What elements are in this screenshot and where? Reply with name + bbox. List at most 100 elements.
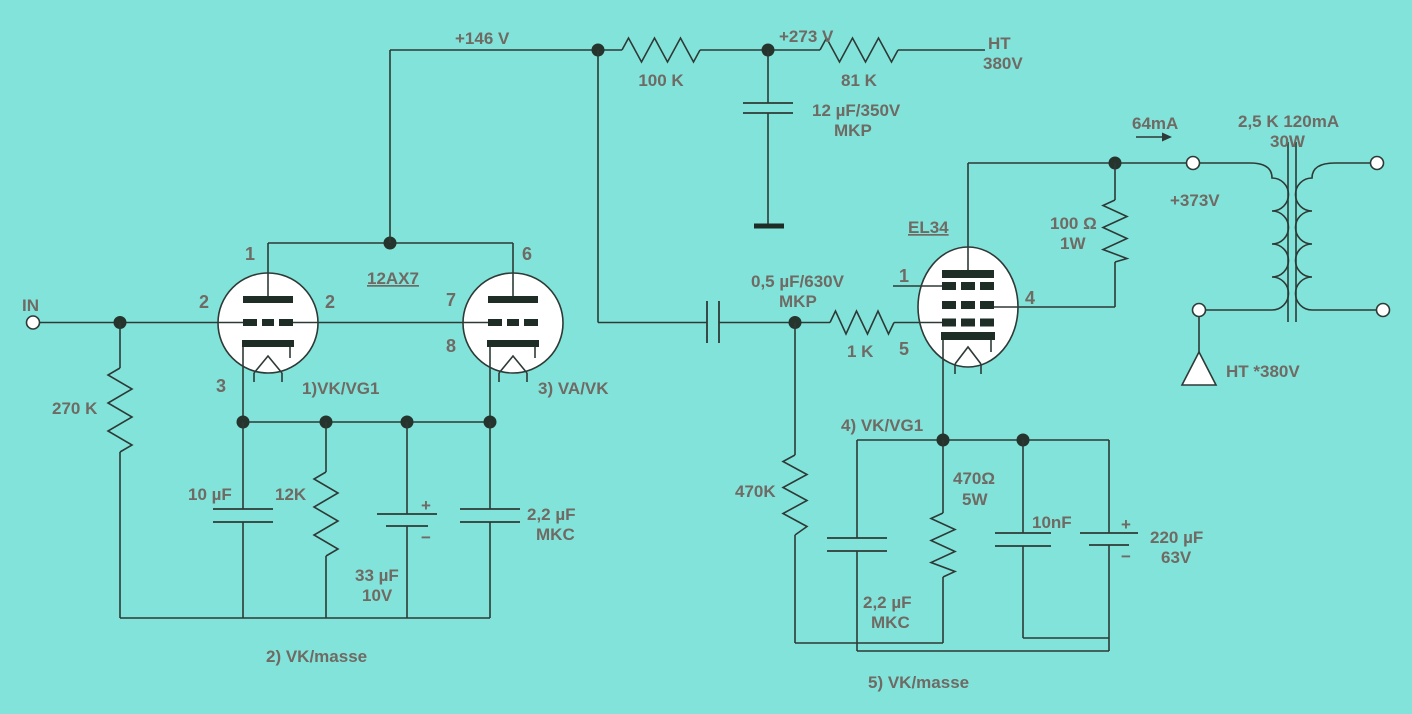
resistor-12k <box>312 471 340 557</box>
label-33uf-plus: + <box>421 496 431 515</box>
resistor-81k <box>819 36 899 64</box>
label-ht: HT <box>988 34 1011 53</box>
label-220uf: 220 µF <box>1150 528 1203 547</box>
label-12k: 12K <box>275 485 307 504</box>
tube-12ax7-internals <box>242 50 539 422</box>
pin-label-8: 8 <box>446 336 456 356</box>
heater-caret <box>253 354 283 374</box>
label-373v: +373V <box>1170 191 1220 210</box>
cathode-plate <box>242 340 294 347</box>
grid-dash <box>488 319 502 326</box>
pin-label-el34-5: 5 <box>899 339 909 359</box>
resistor-470ohm <box>928 512 958 578</box>
secondary-top-terminal <box>1369 155 1385 171</box>
label-33uf-voltage: 10V <box>362 586 393 605</box>
label-0_5uf: 0,5 µF/630V <box>751 272 845 291</box>
label-470k: 470K <box>735 482 776 501</box>
label-tube-12ax7: 12AX7 <box>367 269 419 288</box>
pin-label-2-left: 2 <box>199 292 209 312</box>
label-100ohm: 100 Ω <box>1050 214 1097 233</box>
pin-label-2-right: 2 <box>325 292 335 312</box>
label-input: IN <box>22 296 39 315</box>
labels: +146 V 100 K +273 V 12 µF/350V MKP 81 K … <box>22 27 1339 692</box>
g2-dash <box>942 301 956 309</box>
label-10nf: 10nF <box>1032 513 1072 532</box>
g2-dash <box>980 301 994 309</box>
cathode-plate <box>487 340 539 347</box>
note-vk-vg1-el34: 4) VK/VG1 <box>841 416 923 435</box>
current-arrow-head <box>1162 132 1172 142</box>
g3-dash <box>942 282 956 290</box>
pin-label-6: 6 <box>522 244 532 264</box>
resistor-470k <box>781 454 809 536</box>
label-ht-star: HT *380V <box>1226 362 1300 381</box>
g3-dash <box>980 282 994 290</box>
label-2_2uf: 2,2 µF <box>527 505 576 524</box>
label-220uf-plus: + <box>1121 515 1131 534</box>
power-rail <box>390 36 985 229</box>
pin-label-el34-4: 4 <box>1025 288 1035 308</box>
note-vk-masse-2: 5) VK/masse <box>868 673 969 692</box>
primary-top-terminal <box>1185 155 1201 171</box>
label-81k: 81 K <box>841 71 878 90</box>
tube-el34-internals <box>893 163 1116 440</box>
label-470ohm: 470Ω <box>953 469 995 488</box>
resistor-100k <box>621 36 701 64</box>
grid-dash <box>279 319 293 326</box>
grid-dash <box>524 319 538 326</box>
resistor-270k <box>106 367 134 453</box>
pin-label-el34-1: 1 <box>899 266 909 286</box>
label-64ma: 64mA <box>1132 114 1178 133</box>
label-220uf-voltage: 63V <box>1161 548 1192 567</box>
note-vk-masse-1: 2) VK/masse <box>266 647 367 666</box>
anode-plate <box>942 270 994 278</box>
label-470ohm-power: 5W <box>962 490 988 509</box>
label-270k: 270 K <box>52 399 98 418</box>
label-2_2uf-type: MKC <box>536 525 575 544</box>
pin-label-3: 3 <box>216 376 226 396</box>
label-10uf: 10 µF <box>188 485 232 504</box>
pin-label-1: 1 <box>245 244 255 264</box>
label-33uf: 33 µF <box>355 566 399 585</box>
label-220uf-minus: − <box>1121 547 1131 566</box>
input-terminal <box>25 315 41 330</box>
heater-caret <box>954 345 982 365</box>
anode-node <box>968 132 1187 263</box>
label-100k: 100 K <box>638 71 684 90</box>
grid-dash <box>262 319 274 326</box>
cathode-network-stage1 <box>213 415 520 618</box>
label-tube-el34: EL34 <box>908 218 949 237</box>
label-100ohm-power: 1W <box>1060 234 1086 253</box>
g1-dash <box>980 318 994 327</box>
grid-dash <box>507 319 519 326</box>
note-va-vk: 3) VA/VK <box>538 379 609 398</box>
primary-winding <box>1199 162 1290 311</box>
g2-dash <box>961 301 975 309</box>
coupling-network <box>597 50 942 643</box>
input-stage <box>25 315 490 619</box>
label-146v: +146 V <box>455 29 510 48</box>
cathode-plate <box>941 332 995 340</box>
label-2_2uf-mkc: 2,2 µF <box>863 593 912 612</box>
resistor-100ohm <box>1100 199 1130 263</box>
label-1k: 1 K <box>847 342 874 361</box>
ht-supply-triangle <box>1180 350 1218 386</box>
output-transformer <box>1180 142 1391 386</box>
label-33uf-minus: − <box>421 528 431 547</box>
label-transformer: 2,5 K 120mA <box>1238 112 1339 131</box>
grid-dash <box>243 319 257 326</box>
note-vk-vg1: 1)VK/VG1 <box>302 379 379 398</box>
secondary-winding <box>1294 162 1377 311</box>
label-273v: +273 V <box>779 27 834 46</box>
secondary-bottom-terminal <box>1375 302 1391 318</box>
heater-caret <box>498 354 528 374</box>
pin-label-7: 7 <box>446 290 456 310</box>
g3-dash <box>961 282 975 290</box>
resistor-1k <box>829 309 895 336</box>
label-transformer-power: 30W <box>1270 132 1306 151</box>
g1-dash <box>961 318 975 327</box>
cathode-network-el34 <box>795 433 1138 652</box>
g1-dash <box>942 318 956 327</box>
anode-plate <box>488 296 538 303</box>
